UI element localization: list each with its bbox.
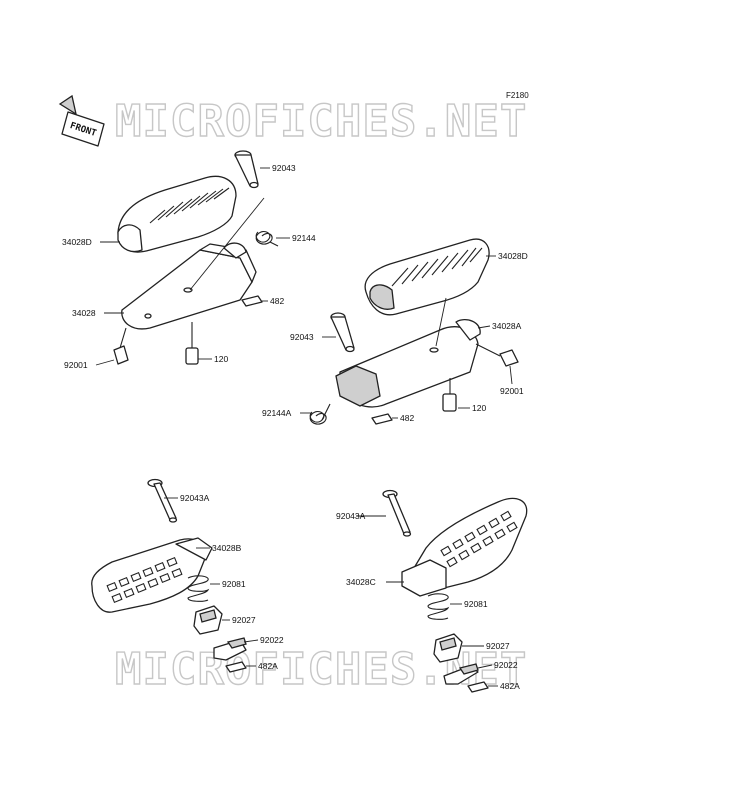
part-label: 92027 xyxy=(232,615,256,625)
watermark-top: MICROFICHES.NET xyxy=(115,96,527,147)
part-label: 92144 xyxy=(292,233,316,243)
washer-part xyxy=(443,663,479,685)
part-label: 34028B xyxy=(212,543,242,553)
footpeg-rubber-part xyxy=(91,537,213,613)
part-label: 92001 xyxy=(500,386,524,396)
part-label: 92043A xyxy=(336,511,366,521)
part-label: 92022 xyxy=(494,660,518,670)
footpeg-body-part xyxy=(335,319,481,408)
part-label: 482 xyxy=(400,413,414,423)
cotter-pin-part xyxy=(225,661,247,673)
part-label: 34028A xyxy=(492,321,522,331)
bolt-part xyxy=(442,378,457,412)
footpeg-rubber-part xyxy=(117,175,237,253)
footpeg-assembly-bottom-right: 92043A 34028C 92081 92027 92022 482A xyxy=(336,489,528,693)
part-label: 34028 xyxy=(72,308,96,318)
spring-part xyxy=(187,575,210,602)
footpeg-rubber-part xyxy=(401,497,528,597)
spring-part xyxy=(309,403,331,425)
footpeg-assembly-top-right: 34028D 34028A 92043 92001 92144A 482 120 xyxy=(262,238,528,425)
part-label: 482A xyxy=(258,661,278,671)
cotter-pin-part xyxy=(241,295,263,307)
part-label: 34028D xyxy=(62,237,92,247)
reference-code: F2180 xyxy=(506,91,529,100)
bolt-part xyxy=(185,322,199,365)
front-arrow-icon: FRONT xyxy=(58,94,105,147)
part-label: 92144A xyxy=(262,408,292,418)
pin-part xyxy=(147,478,178,523)
bracket-part xyxy=(433,633,463,663)
part-label: 92022 xyxy=(260,635,284,645)
part-label: 92043A xyxy=(180,493,210,503)
part-label: 92043 xyxy=(290,332,314,342)
part-label: 92043 xyxy=(272,163,296,173)
part-label: 482A xyxy=(500,681,520,691)
footpeg-rubber-part xyxy=(364,238,490,316)
part-label: 92001 xyxy=(64,360,88,370)
part-label: 120 xyxy=(214,354,228,364)
spring-part xyxy=(427,593,450,620)
footpeg-body-part xyxy=(121,242,257,330)
part-label: 92081 xyxy=(222,579,246,589)
part-label: 92027 xyxy=(486,641,510,651)
footpeg-assembly-top-left: 92043 92144 34028D 482 34028 120 92001 xyxy=(62,150,316,370)
pin-part xyxy=(330,312,355,353)
part-label: 92081 xyxy=(464,599,488,609)
footpeg-assembly-bottom-left: 92043A 34028B 92081 92027 92022 482A xyxy=(91,478,284,673)
part-label: 120 xyxy=(472,403,486,413)
spring-part xyxy=(255,231,279,247)
bolt-part xyxy=(475,343,519,367)
cotter-pin-part xyxy=(467,681,489,693)
cotter-pin-part xyxy=(371,413,393,425)
part-label: 34028D xyxy=(498,251,528,261)
pin-part xyxy=(382,489,412,537)
part-label: 482 xyxy=(270,296,284,306)
part-label: 34028C xyxy=(346,577,376,587)
bolt-part xyxy=(113,327,129,365)
bracket-part xyxy=(193,605,223,635)
washer-part xyxy=(213,637,247,661)
pin-part xyxy=(234,150,259,189)
